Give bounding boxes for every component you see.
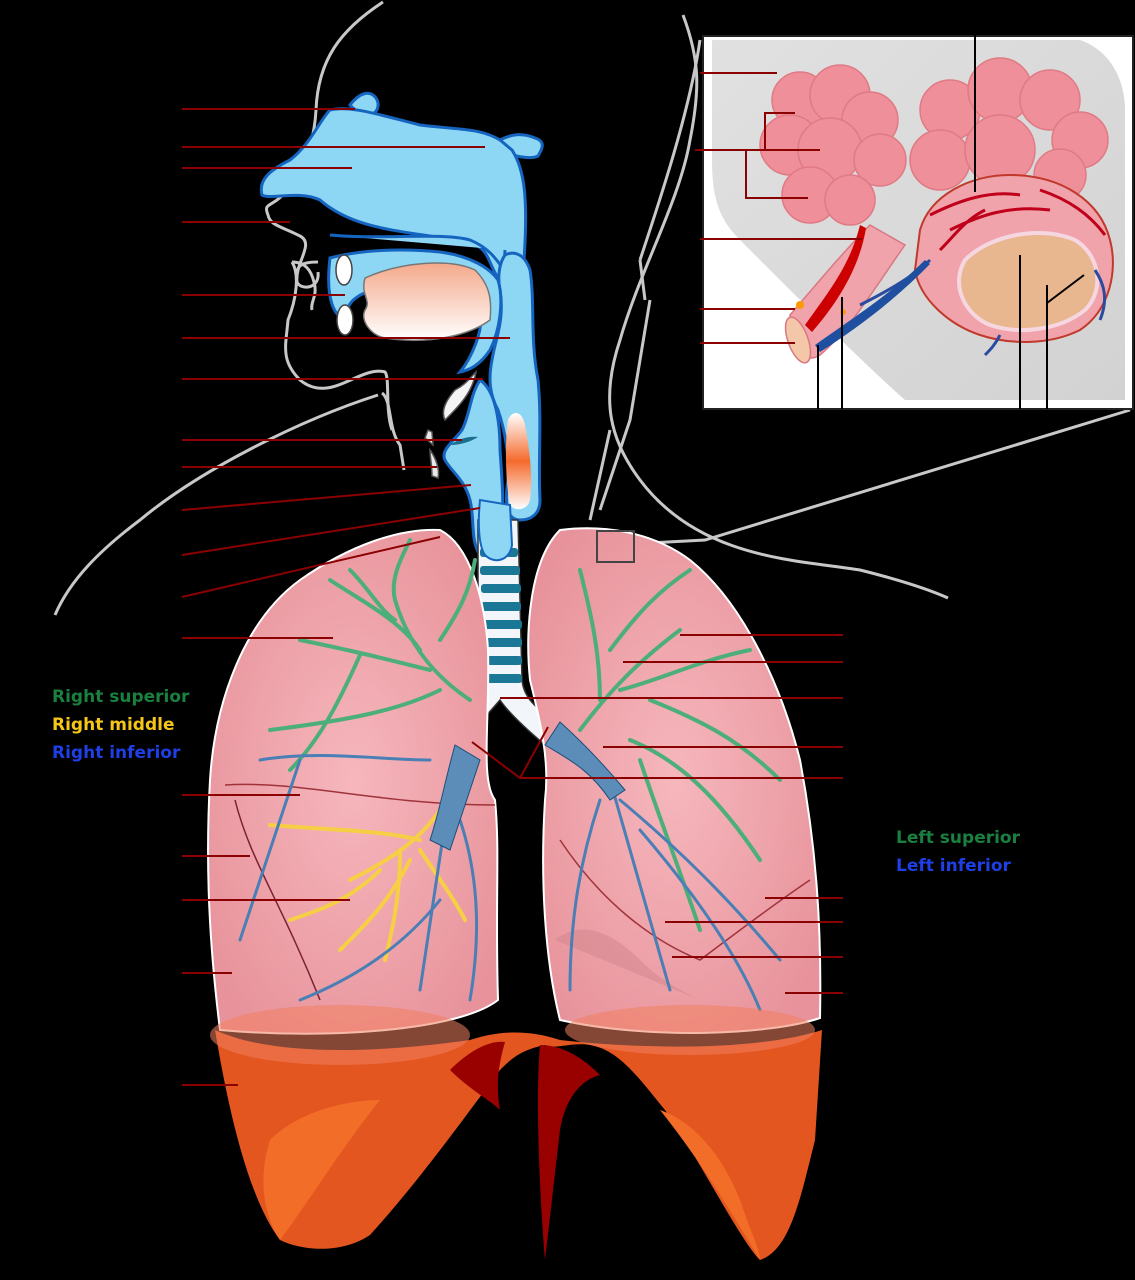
right-lung-lobes-legend: Right superior Right middle Right inferi… (52, 683, 189, 767)
upper-teeth (335, 254, 353, 286)
tracheal-tube-blue (477, 498, 514, 562)
legend-right-superior: Right superior (52, 687, 190, 707)
pulmonary-venule (815, 260, 930, 352)
left-main-bronchus (544, 721, 626, 801)
right-superior-bronchi (268, 538, 477, 772)
left-lung-lobes-legend: Left superior Left inferior (896, 824, 1020, 880)
oral-cavity-roof (329, 233, 507, 275)
esophagus (505, 413, 532, 510)
alveolar-sacs (759, 57, 1109, 226)
left-lung (527, 527, 822, 1034)
diaphragm (210, 1005, 822, 1260)
legend-left-superior: Left superior (896, 828, 1020, 848)
laryngeal-cartilages (424, 428, 440, 479)
right-lung (207, 528, 500, 1035)
legend-right-middle: Right middle (52, 715, 175, 735)
left-inferior-bronchi (568, 778, 782, 1012)
leader-lines-left (181, 108, 510, 1086)
lower-teeth (336, 304, 354, 336)
mouth-interior (363, 262, 492, 341)
alveolus-interior (957, 230, 1100, 332)
pulmonary-arteriole (805, 225, 866, 332)
alveoli-inset (695, 33, 1134, 410)
epiglottis (442, 369, 478, 422)
right-main-bronchus (429, 744, 481, 851)
trachea (438, 498, 562, 747)
alveoli-inset-marker (596, 530, 635, 563)
right-inferior-bronchi (238, 754, 479, 1002)
leader-lines-right (471, 634, 843, 994)
legend-right-inferior: Right inferior (52, 743, 181, 763)
vocal-fold (450, 436, 478, 445)
right-middle-bronchi (268, 808, 467, 962)
legend-left-inferior: Left inferior (896, 856, 1011, 876)
